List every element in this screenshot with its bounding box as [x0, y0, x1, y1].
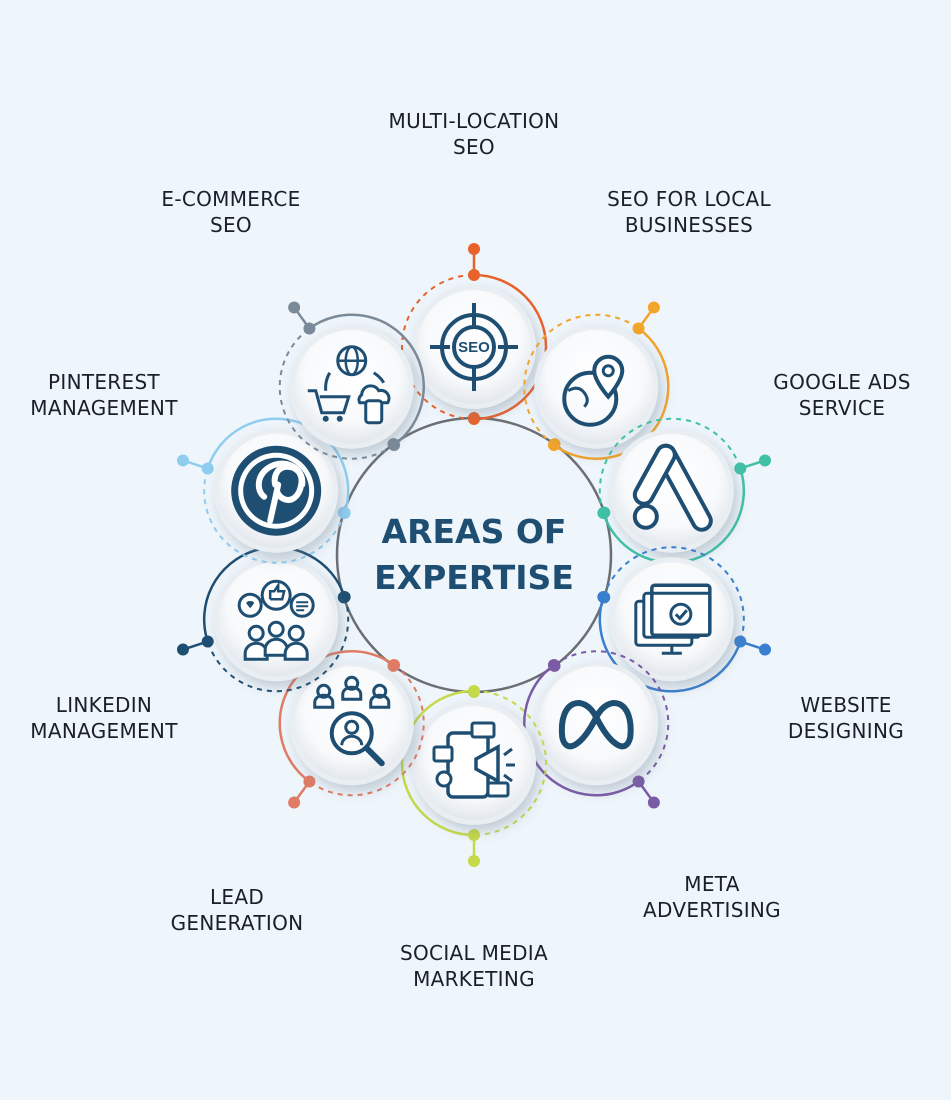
label-multi-location-seo: MULTI-LOCATION SEO	[389, 108, 560, 160]
meta-infinity-icon	[558, 700, 634, 750]
center-title-line2: EXPERTISE	[374, 558, 574, 597]
node-website-designing	[597, 546, 772, 693]
node-google-ads-service	[597, 417, 772, 564]
node-ring	[202, 546, 350, 693]
social-engagement-icon	[237, 579, 315, 661]
node-social-media-marketing	[400, 685, 547, 867]
label-line1: META	[684, 872, 740, 896]
label-line2: SEO	[210, 213, 252, 237]
label-line1: LEAD	[209, 885, 265, 909]
node-ring	[203, 417, 350, 564]
node-meta-advertising	[523, 650, 670, 809]
node-multi-location-seo: SEO	[401, 243, 548, 425]
connector-dot	[176, 643, 189, 656]
label-line1: E-COMMERCE	[161, 187, 301, 211]
label-line1: GOOGLE ADS	[773, 370, 911, 394]
center-title: AREAS OF EXPERTISE	[374, 509, 574, 601]
connector-dot	[468, 243, 480, 255]
label-line2: BUSINESSES	[624, 213, 754, 237]
label-seo-local-businesses: SEO FOR LOCAL BUSINESSES	[607, 186, 771, 238]
label-pinterest-management: PINTEREST MANAGEMENT	[30, 369, 177, 421]
label-line2: MANAGEMENT	[30, 396, 178, 420]
node-disc	[219, 562, 334, 677]
label-line1: SEO FOR LOCAL	[607, 187, 771, 211]
label-line2: MANAGEMENT	[30, 719, 178, 743]
label-line2: ADVERTISING	[643, 898, 781, 922]
node-ring	[401, 273, 548, 421]
node-ring	[278, 650, 425, 797]
label-line1: LINKEDIN	[55, 693, 153, 717]
label-website-designing: WEBSITE DESIGNING	[788, 692, 904, 744]
connector-dot	[468, 855, 480, 867]
web-browser-check-icon	[634, 583, 712, 655]
node-ring	[523, 313, 670, 460]
connector-dot	[288, 301, 301, 314]
connector-dot	[288, 796, 301, 809]
label-social-media-marketing: SOCIAL MEDIA MARKETING	[400, 940, 548, 992]
label-lead-generation: LEAD GENERATION	[171, 884, 304, 936]
seo-target-icon: SEO	[430, 303, 518, 391]
label-line2: MARKETING	[413, 967, 535, 991]
label-meta-advertising: META ADVERTISING	[643, 871, 781, 923]
node-ring	[598, 546, 745, 693]
connector-dot	[201, 462, 214, 475]
connector-dot	[647, 301, 660, 314]
phone-megaphone-icon	[432, 721, 515, 799]
node-lead-generation	[278, 650, 425, 809]
label-ecommerce-seo: E-COMMERCE SEO	[161, 186, 300, 238]
people-search-icon	[313, 675, 391, 767]
node-pinterest-management	[176, 417, 351, 564]
globe-cart-cloud-icon	[307, 345, 391, 425]
label-line2: GENERATION	[170, 911, 304, 935]
node-linkedin-management	[176, 546, 351, 693]
label-linkedin-management: LINKEDIN MANAGEMENT	[30, 692, 177, 744]
connector-dot	[759, 643, 772, 656]
node-ring	[278, 313, 425, 460]
label-line2: SERVICE	[798, 396, 886, 420]
connector-dot	[201, 635, 214, 648]
label-line2: DESIGNING	[787, 719, 905, 743]
google-ads-icon	[632, 443, 713, 532]
node-disc	[539, 329, 654, 444]
node-ring	[598, 417, 746, 564]
node-ecommerce-seo	[278, 301, 425, 460]
svg-text:SEO: SEO	[458, 339, 490, 356]
node-ring	[523, 650, 670, 797]
globe-location-pin-icon	[562, 354, 625, 427]
connector-dot	[176, 454, 189, 467]
label-line1: SOCIAL MEDIA	[400, 941, 548, 965]
node-seo-local-businesses	[523, 301, 670, 460]
label-line1: MULTI-LOCATION	[388, 109, 560, 133]
node-ring	[400, 689, 547, 837]
connector-dot	[759, 454, 772, 467]
label-line1: PINTEREST	[48, 370, 160, 394]
label-line2: SEO	[453, 135, 495, 159]
center-title-line1: AREAS OF	[381, 512, 567, 551]
pinterest-icon	[231, 445, 322, 536]
node-disc	[417, 290, 531, 404]
connector-dot	[647, 796, 660, 809]
label-line1: WEBSITE	[800, 693, 892, 717]
label-google-ads-service: GOOGLE ADS SERVICE	[773, 369, 910, 421]
